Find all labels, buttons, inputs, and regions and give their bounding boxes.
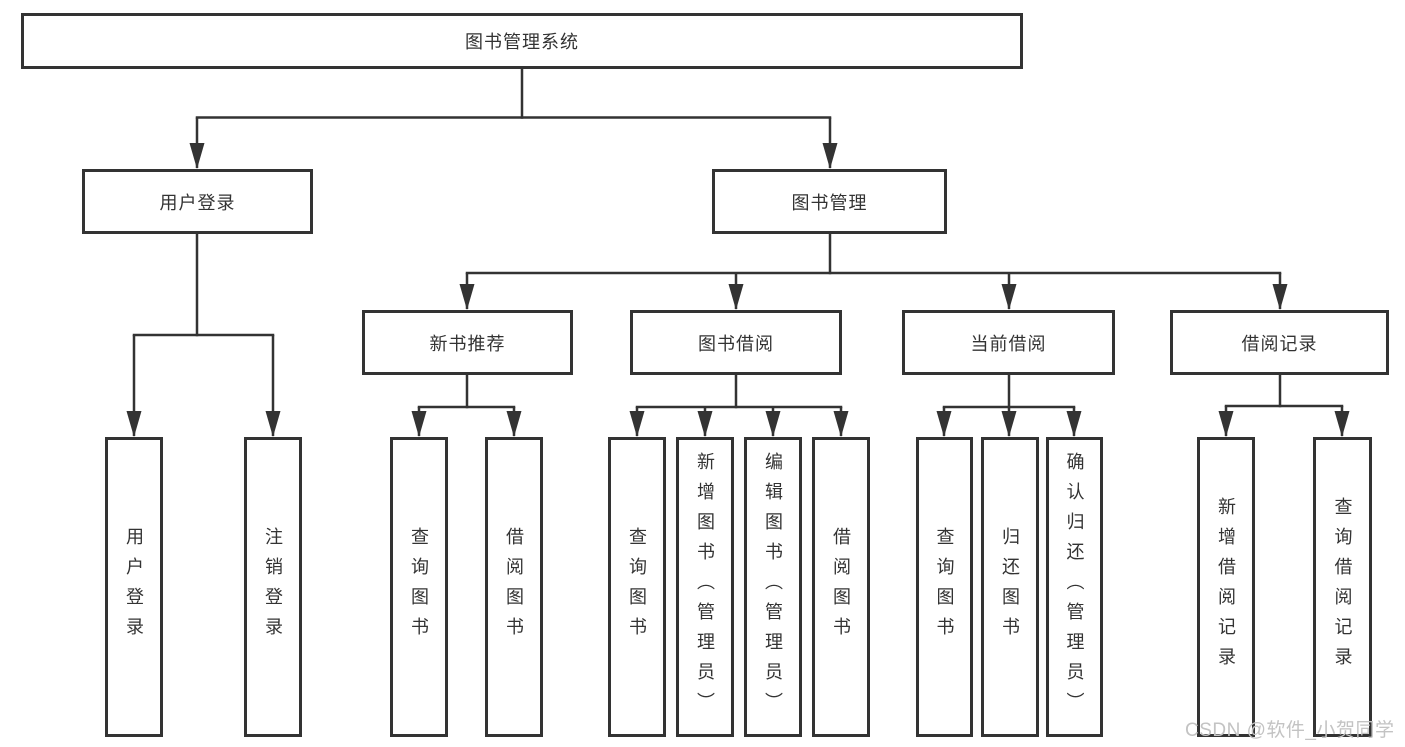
node-label: 查询图书 [409,527,429,647]
node-current-borrowing: 当前借阅 [902,310,1115,375]
node-label: 确认归还（管理员） [1064,452,1085,722]
node-label: 借阅记录 [1241,333,1318,354]
node-label: 查询图书 [627,527,647,647]
node-label: 新书推荐 [429,333,506,354]
leaf-query-books-recommend: 查询图书 [390,437,448,737]
leaf-user-login: 用户登录 [105,437,163,737]
node-label: 归还图书 [1000,527,1020,647]
leaf-borrow-books: 借阅图书 [812,437,870,737]
csdn-watermark: CSDN @软件_小贺同学 [1185,720,1395,741]
node-label: 新增借阅记录 [1216,497,1236,677]
node-label: 图书借阅 [698,333,774,354]
node-book-management: 图书管理 [712,169,947,234]
node-label: 借阅图书 [504,527,524,647]
node-label: 查询借阅记录 [1332,497,1353,677]
node-label: 图书管理系统 [465,32,579,52]
leaf-query-books-borrow: 查询图书 [608,437,666,737]
leaf-logout-login: 注销登录 [244,437,302,737]
node-borrowing-records: 借阅记录 [1170,310,1389,375]
node-label: 用户登录 [159,192,236,213]
node-book-management-system: 图书管理系统 [21,13,1023,69]
node-label: 用户登录 [124,527,144,647]
node-label: 借阅图书 [831,527,851,647]
node-label: 当前借阅 [970,333,1047,354]
leaf-confirm-return-admin: 确认归还（管理员） [1046,437,1103,737]
leaf-query-books-current: 查询图书 [916,437,973,737]
node-user-login: 用户登录 [82,169,313,234]
leaf-add-books-admin: 新增图书（管理员） [676,437,734,737]
leaf-borrow-books-recommend: 借阅图书 [485,437,543,737]
leaf-query-borrow-record: 查询借阅记录 [1313,437,1372,737]
node-new-book-recommend: 新书推荐 [362,310,573,375]
leaf-return-books: 归还图书 [981,437,1039,737]
node-book-borrowing: 图书借阅 [630,310,842,375]
leaf-edit-books-admin: 编辑图书（管理员） [744,437,802,737]
node-label: 新增图书（管理员） [695,452,715,722]
node-label: 查询图书 [934,527,955,647]
node-label: 图书管理 [791,192,868,213]
leaf-add-borrow-record: 新增借阅记录 [1197,437,1255,737]
node-label: 编辑图书（管理员） [763,452,783,722]
node-label: 注销登录 [263,527,283,647]
